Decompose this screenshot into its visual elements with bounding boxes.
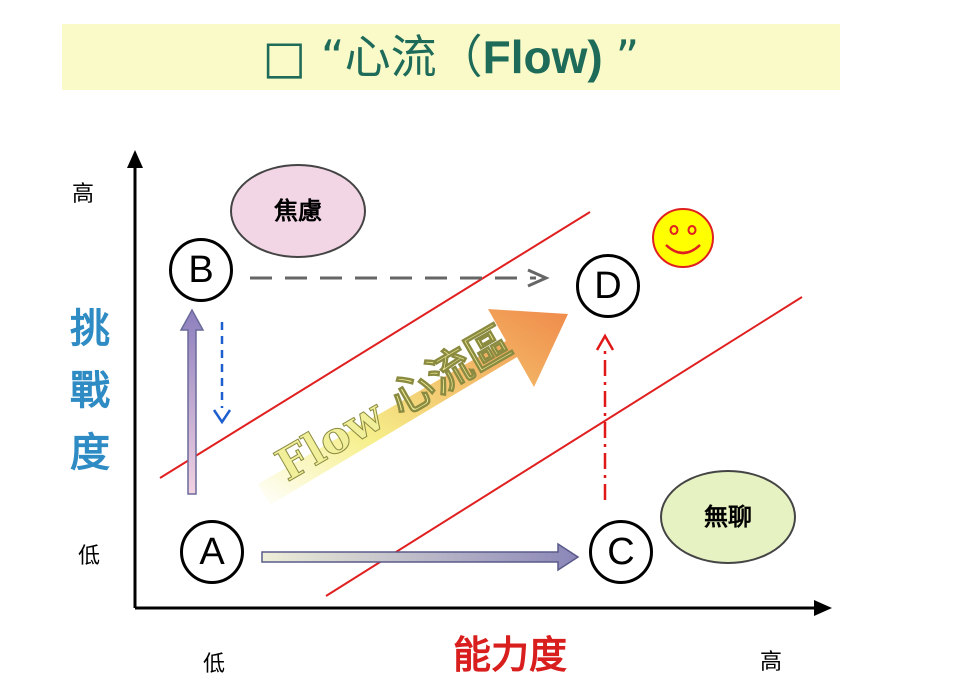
x-axis-title: 能力度 <box>452 633 567 677</box>
y-axis-title: 挑戰度 <box>70 306 110 476</box>
title-latin: Flow) <box>482 31 616 83</box>
x-axis-arrowhead <box>814 600 832 616</box>
anxiety-bubble: 焦慮 <box>230 164 366 258</box>
node-d: D <box>576 254 640 318</box>
y-axis-high-label: 高 <box>72 182 95 207</box>
boredom-bubble: 無聊 <box>660 470 796 564</box>
a-to-c-arrow <box>261 542 580 572</box>
x-axis-high-label: 高 <box>760 650 783 675</box>
y-axis-low-label: 低 <box>78 544 101 569</box>
node-c: C <box>589 520 653 584</box>
b-down-arrowhead <box>212 409 232 425</box>
a-to-b-arrow <box>179 308 205 495</box>
page-title: □ “心流（Flow) ” <box>62 24 840 90</box>
title-prefix: □ “心流（ <box>262 30 483 84</box>
node-a: A <box>180 520 244 584</box>
title-banner: □ “心流（Flow) ” <box>62 24 840 90</box>
lower-boundary-line <box>325 296 803 597</box>
upper-boundary-line <box>159 211 591 479</box>
c-to-d-arrowhead <box>595 333 615 351</box>
y-axis-arrowhead <box>127 150 143 168</box>
flow-zone-arrow <box>258 309 568 505</box>
title-suffix: ” <box>615 30 640 84</box>
x-axis-low-label: 低 <box>203 652 226 677</box>
b-to-d-arrowhead <box>527 268 550 288</box>
node-b: B <box>169 238 233 302</box>
smiley-face-icon <box>652 208 714 268</box>
